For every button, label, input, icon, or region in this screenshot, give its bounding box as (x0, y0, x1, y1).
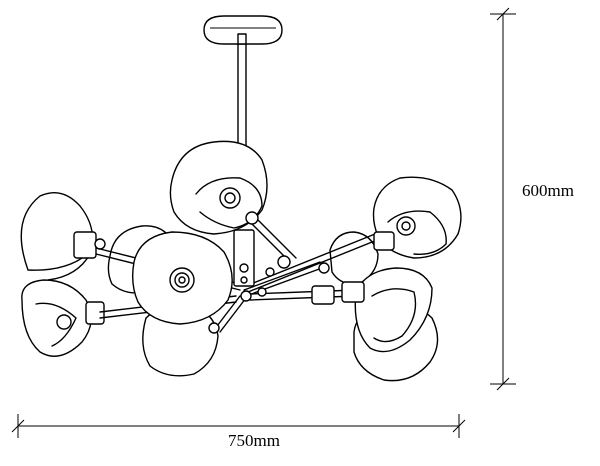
lamp-shade-top-center (169, 140, 268, 235)
width-label: 750mm (228, 431, 280, 450)
lamp-shade-front-center (131, 231, 233, 325)
lamp-shade-right-middle (341, 267, 433, 353)
height-label: 600mm (522, 181, 574, 200)
lamp-shade-left-lower (21, 279, 105, 357)
central-hub (208, 229, 335, 334)
ceiling-canopy (203, 15, 283, 45)
lamp-shade-left-upper (20, 192, 106, 281)
height-dimension (490, 7, 516, 391)
width-dimension (11, 414, 466, 438)
lamp-shade-right-upper (372, 176, 462, 259)
stem-rod (237, 33, 247, 151)
